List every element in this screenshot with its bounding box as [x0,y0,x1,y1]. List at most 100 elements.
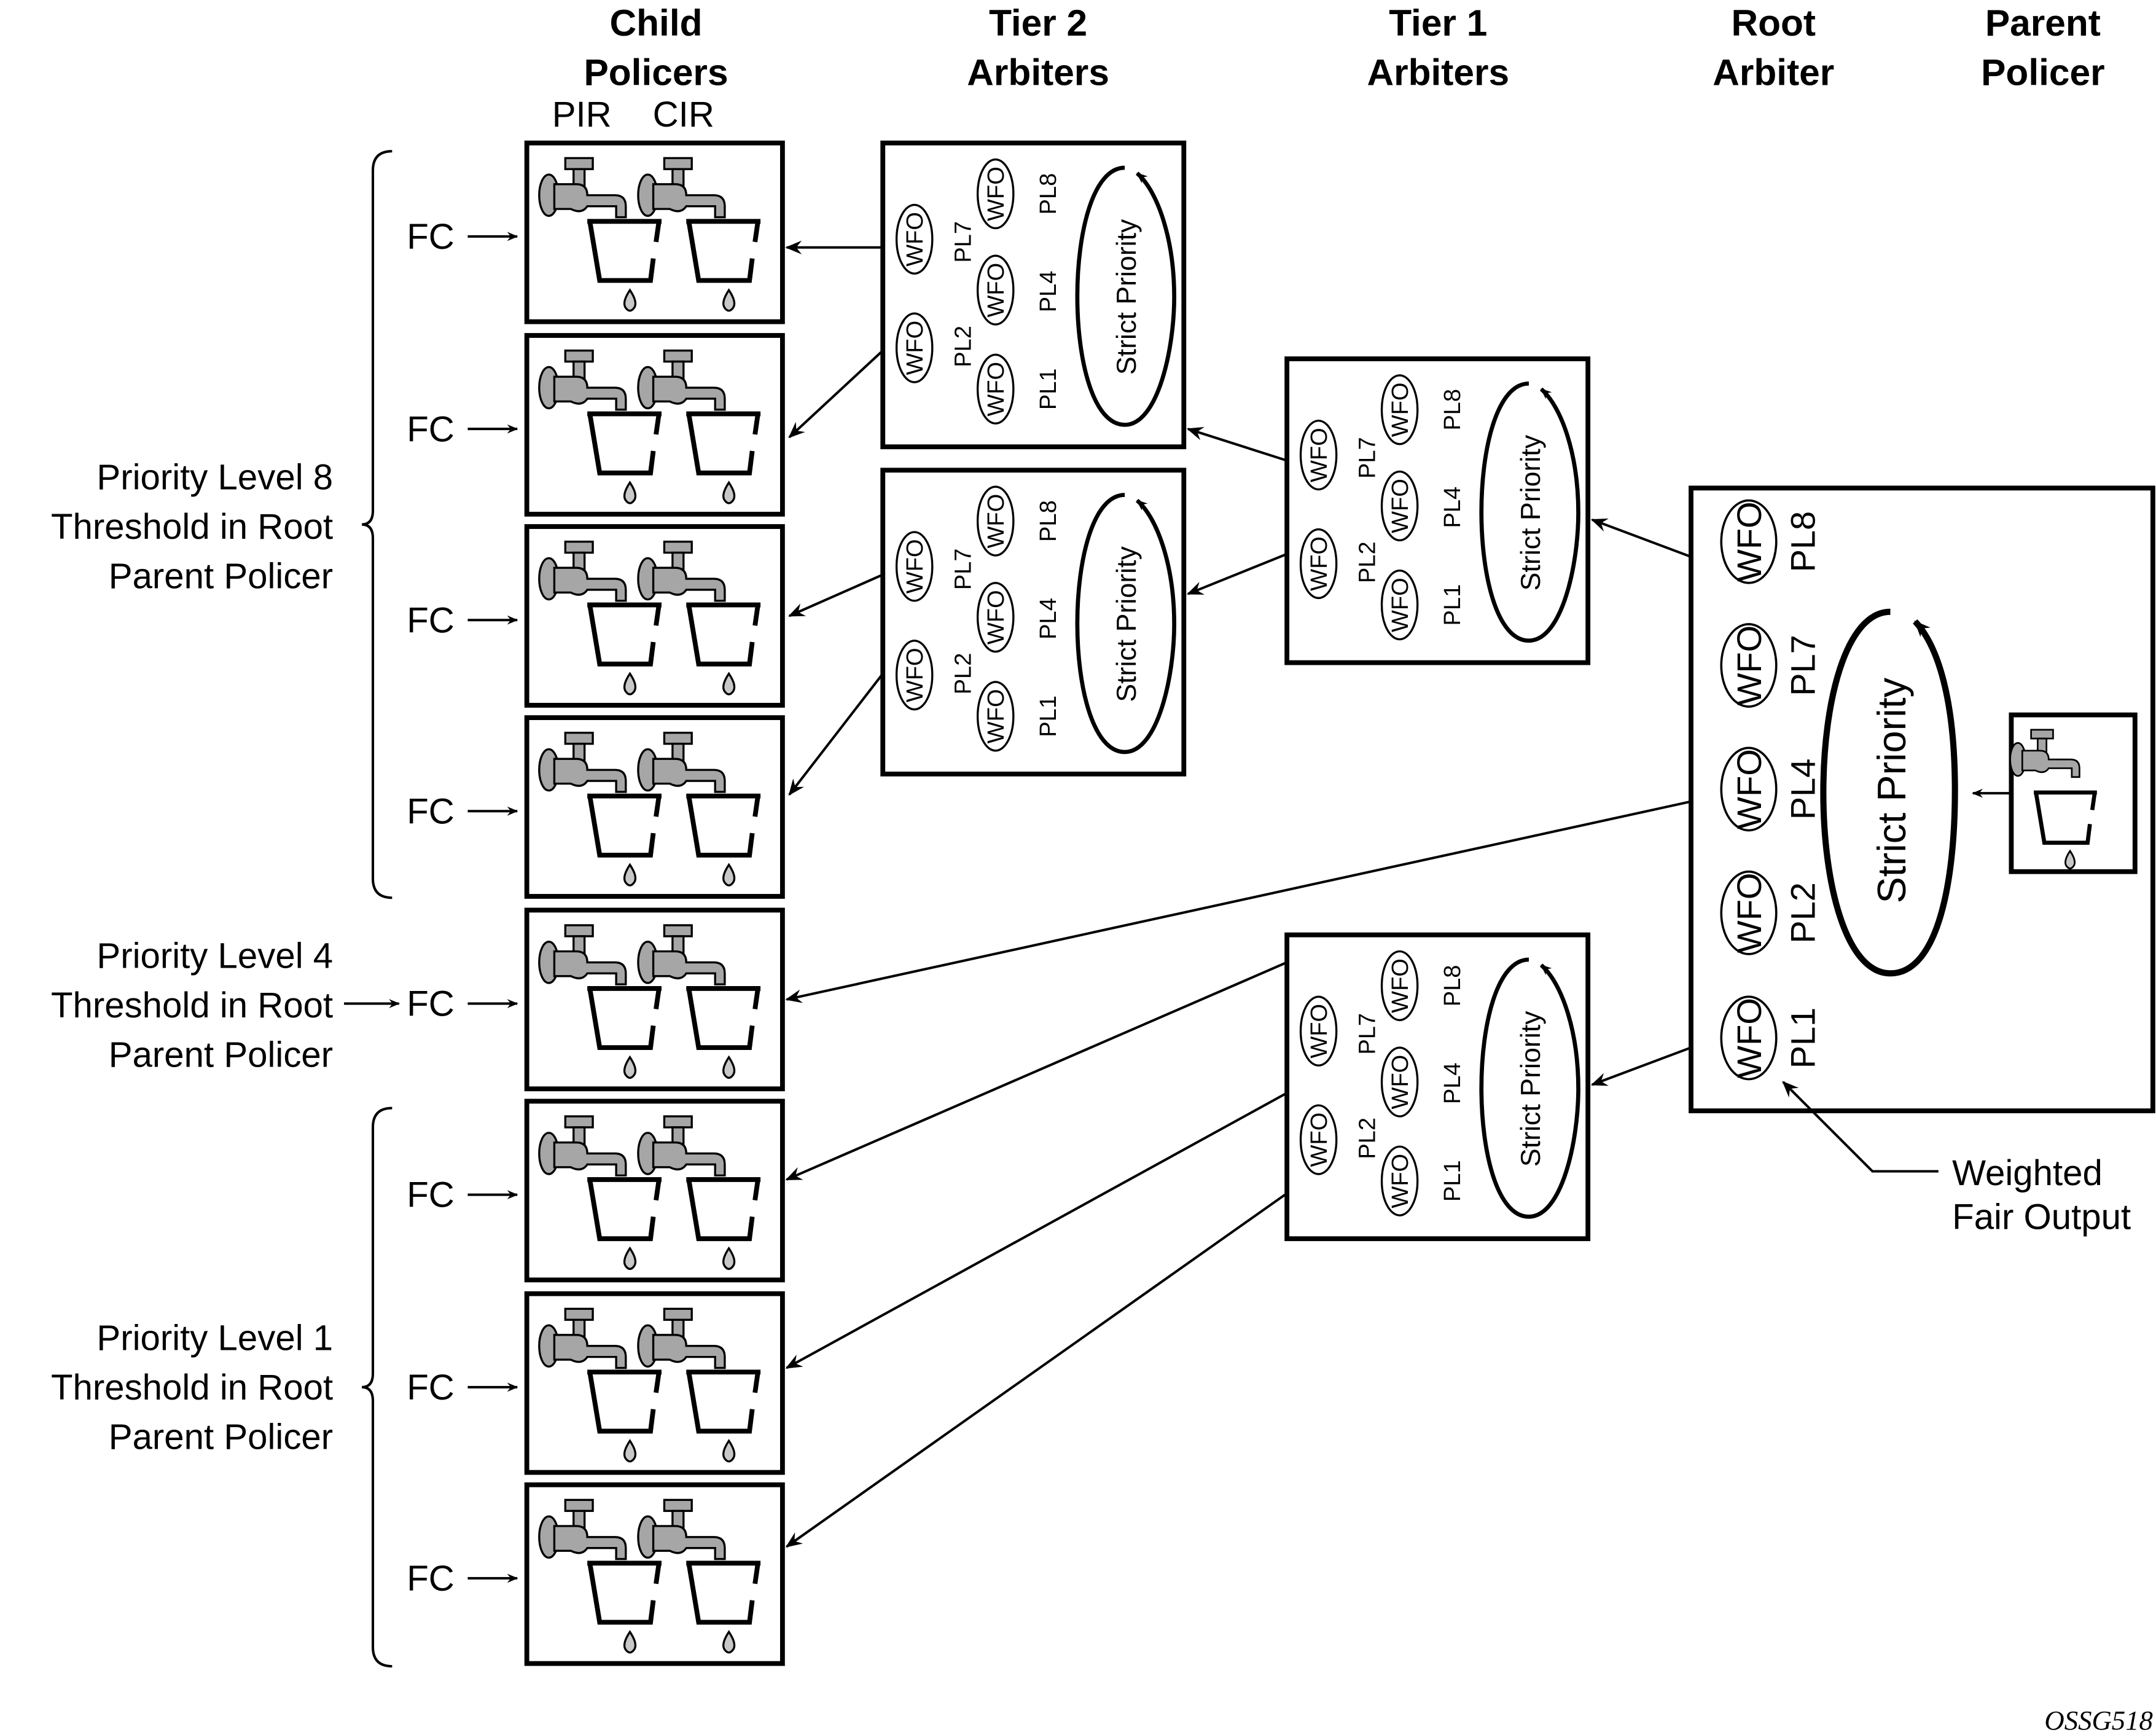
wfo-loop-icon [1380,1145,1419,1216]
priority-level-label: PL1 [1036,695,1061,737]
weighted-fair-output-callout [1782,1081,1939,1173]
child-policer-box [524,715,785,899]
wfo-label: WFO [983,494,1009,549]
wfo-label: WFO [1306,536,1332,591]
wfo-label: WFO [983,590,1009,644]
strict-priority-loop-icon [1479,957,1580,1219]
wfo-label: WFO [1306,428,1332,482]
connection-arrow [1590,1046,1692,1086]
child-policer-box [524,1482,785,1666]
connection-arrow [785,961,1287,1181]
priority-level-label: PL1 [1783,1008,1822,1069]
priority-level-label: PL7 [1783,635,1822,696]
fc-label: FC [407,600,455,640]
group-label-pl4: Priority Level 4 [96,936,333,976]
child-policer [524,524,785,708]
strict-priority-label: Strict Priority [1111,219,1142,375]
header-tier1-arbiters: Tier 1 [1389,2,1487,44]
tier1-arbiter-box [1284,356,1591,665]
fc-label: FC [407,217,455,257]
fc-label: FC [407,409,455,449]
pir-label: PIR [552,95,612,135]
wfo-loop-icon [1380,950,1419,1022]
wfo-loop-icon [1299,1104,1338,1175]
wfo-label: WFO [1730,501,1768,581]
priority-level-label: PL1 [1440,584,1466,626]
wfo-label: WFO [983,263,1009,318]
connection-arrow [1590,518,1692,558]
priority-level-label: PL8 [1440,965,1466,1007]
wfo-label: WFO [1388,578,1413,632]
priority-level-label: PL7 [1354,1013,1380,1055]
priority-level-label: PL2 [1783,882,1822,944]
priority-level-label: PL1 [1036,368,1061,410]
child-policer [524,333,785,517]
wfo-loop-icon [976,158,1015,230]
wfo-loop-icon [1299,995,1338,1067]
header-tier2-arbiters: Tier 2 [989,2,1087,44]
header-root-arbiter: Root [1732,2,1816,44]
group-label-pl1: Priority Level 1 [96,1318,333,1358]
fc-label: FC [407,1175,455,1215]
wfo-label: WFO [1388,1055,1413,1110]
child-policer-box [524,524,785,708]
tier2-arbiter-box [880,140,1187,450]
wfo-loop-icon [1720,623,1778,708]
child-policer-box [524,1291,785,1475]
wfo-loop-icon [1380,470,1419,542]
wfo-loop-icon [1720,870,1778,955]
header-child-policers: Child [610,2,703,44]
priority-level-label: PL8 [1036,500,1061,542]
child-policer-box [524,907,785,1092]
group-label-pl4: Parent Policer [109,1035,333,1075]
group-label-pl1: Parent Policer [109,1417,333,1457]
child-policer [524,1099,785,1283]
group-label-pl8: Parent Policer [109,557,333,597]
wfo-label: WFO [983,362,1009,417]
connection-arrow [788,673,884,796]
header-root-arbiter: Arbiter [1713,52,1834,93]
wfo-label: WFO [1730,625,1768,705]
strict-priority-label: Strict Priority [1515,1011,1546,1167]
group-label-pl8: Priority Level 8 [96,458,333,498]
wfo-label: WFO [1730,998,1768,1078]
wfo-loop-icon [895,312,934,383]
wfo-loop-icon [895,531,934,602]
priority-level-label: PL2 [1354,1118,1380,1159]
connection-arrow [785,800,1692,1003]
wfo-loop-icon [1720,746,1778,832]
connection-arrow [1186,552,1287,595]
wfo-label: WFO [902,212,928,267]
priority-level-label: PL8 [1783,511,1822,573]
group-label-pl4: Threshold in Root [51,985,333,1025]
connection-arrow [788,350,884,439]
fc-label: FC [407,984,455,1024]
connection-arrow [785,1092,1288,1369]
connection-arrow [785,1192,1288,1548]
wfo-label: WFO [983,689,1009,743]
weighted-fair-output-label: Weighted [1952,1153,2103,1193]
strict-priority-label: Strict Priority [1869,677,1914,903]
priority-level-label: PL8 [1440,389,1466,431]
wfo-label: WFO [902,539,928,594]
wfo-label: WFO [1388,1154,1413,1208]
wfo-loop-icon [1299,528,1338,600]
tier1-arbiter-box [1284,932,1591,1242]
priority-level-label: PL4 [1440,1062,1466,1104]
wfo-label: WFO [1730,873,1768,953]
header-tier2-arbiters: Arbiters [967,52,1109,93]
priority-level-label: PL1 [1440,1160,1466,1202]
weighted-fair-output-label: Fair Output [1952,1197,2131,1237]
priority-level-label: PL7 [950,221,976,263]
header-tier1-arbiters: Arbiters [1367,52,1509,93]
priority-level-label: PL2 [950,326,976,367]
tier2-arbiter-box [880,468,1187,777]
wfo-loop-icon [976,485,1015,557]
connection-arrow [788,573,884,617]
fc-label: FC [407,791,455,831]
